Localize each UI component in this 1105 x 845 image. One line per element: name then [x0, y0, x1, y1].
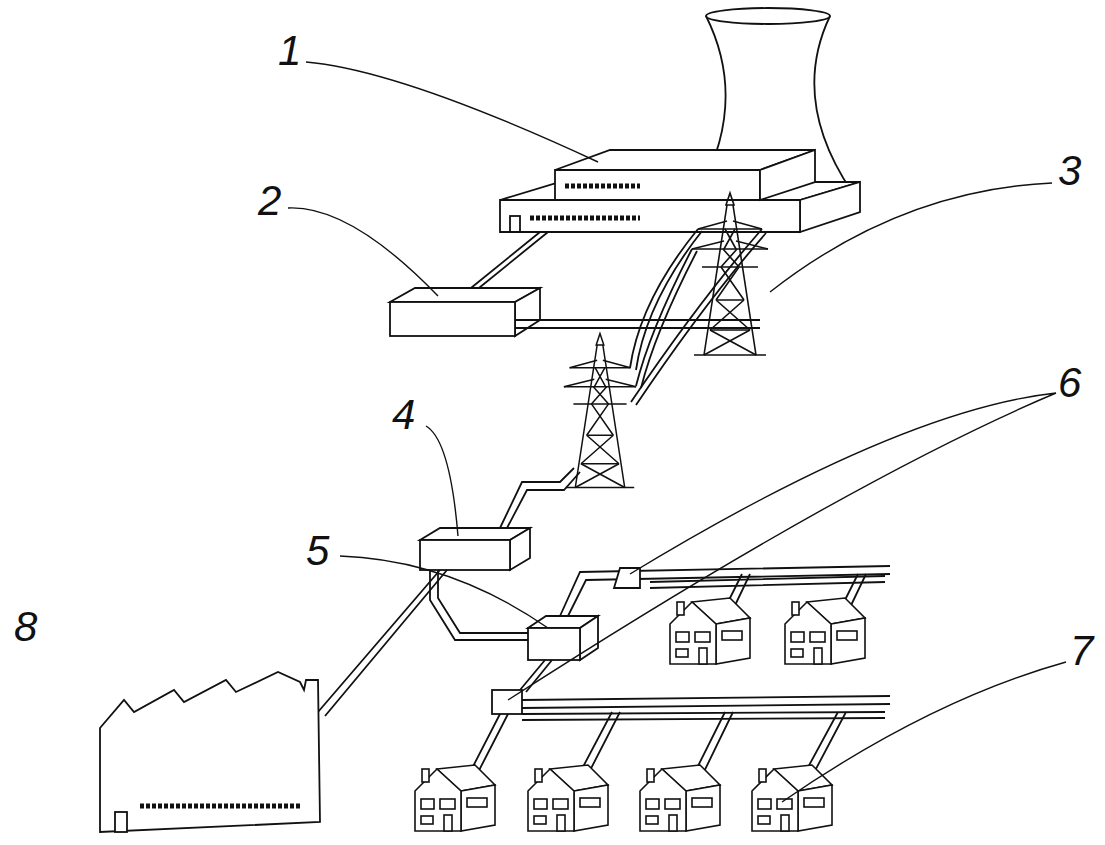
callout-number: 6 — [1058, 362, 1081, 404]
callout-number: 8 — [14, 606, 37, 648]
callout-number: 5 — [306, 530, 329, 572]
callout-number: 7 — [1070, 630, 1093, 672]
callout-number: 4 — [392, 394, 415, 436]
callout-number: 3 — [1058, 150, 1081, 192]
callout-number: 1 — [278, 30, 301, 72]
callout-number: 2 — [258, 180, 281, 222]
